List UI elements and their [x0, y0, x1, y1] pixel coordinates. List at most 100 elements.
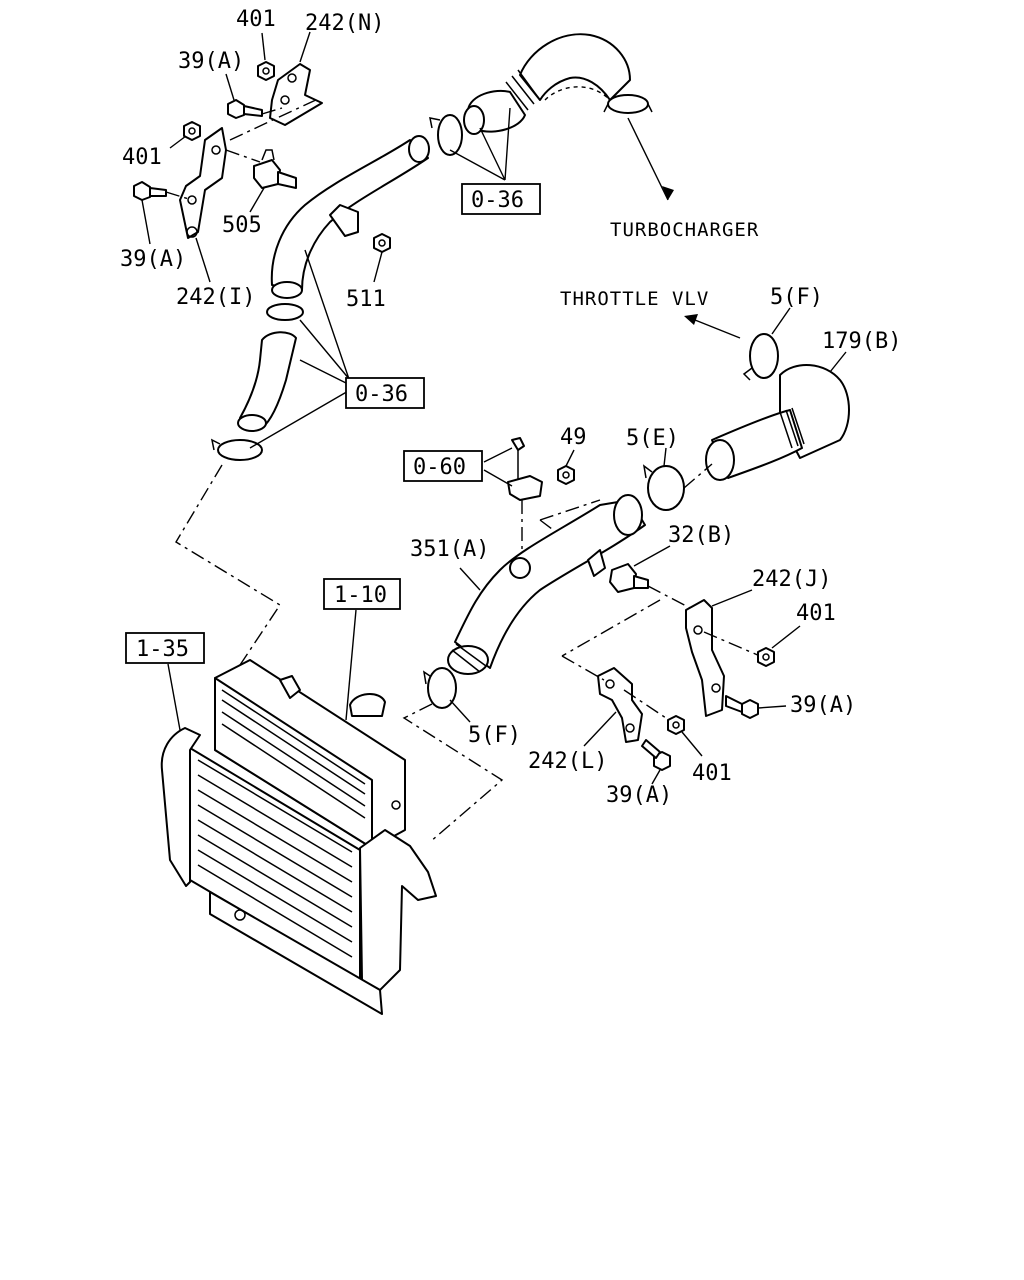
clamp-turbo-right	[603, 94, 653, 114]
ref-060: 0-60	[413, 455, 466, 480]
label-39a-bottom: 39(A)	[606, 783, 672, 808]
label-401-left: 401	[122, 145, 162, 170]
sensor-505	[253, 149, 297, 189]
label-401-top: 401	[236, 7, 276, 32]
label-242n: 242(N)	[305, 11, 384, 36]
throttle-note: THROTTLE VLV	[560, 288, 709, 310]
label-39a-left: 39(A)	[120, 247, 186, 272]
leader-39a-top	[225, 73, 235, 101]
arrow-line-turbo	[627, 117, 669, 201]
nut-401-top	[257, 61, 275, 81]
leader-242n	[299, 31, 311, 63]
ref-box-135	[125, 632, 205, 664]
label-242j: 242(J)	[752, 567, 831, 592]
ref-box-110	[323, 578, 401, 610]
leader-49	[565, 449, 575, 467]
leader-242i	[195, 237, 211, 283]
bracket-242n	[269, 63, 323, 126]
axis-5e	[683, 463, 713, 489]
nut-401-left	[183, 121, 201, 141]
leader-5e	[663, 447, 667, 467]
axis-top-bracket	[229, 97, 321, 141]
ref-036-top: 0-36	[471, 188, 524, 213]
label-401-bottom: 401	[692, 761, 732, 786]
label-49: 49	[560, 425, 587, 450]
leader-110	[345, 609, 357, 721]
nut-401-right	[757, 647, 775, 667]
label-5e: 5(E)	[626, 426, 679, 451]
route-left-to-cooler	[175, 464, 281, 669]
turbo-hose	[463, 33, 631, 135]
pipe-upper	[270, 135, 430, 299]
leader-39a-bottom	[651, 769, 661, 785]
leader-401-left	[169, 135, 187, 149]
leader-511	[373, 251, 383, 283]
label-242l: 242(L)	[528, 749, 607, 774]
label-5f-bottom: 5(F)	[468, 723, 521, 748]
hose-left-lower	[237, 331, 297, 432]
ref-110: 1-10	[334, 583, 387, 608]
leader-401-top	[261, 32, 266, 61]
leader-351a	[459, 567, 481, 591]
turbocharger-note: TURBOCHARGER	[610, 219, 759, 241]
hose-179b	[705, 363, 850, 481]
ref-box-036-top	[461, 183, 541, 215]
arrow-line-throttle	[689, 317, 741, 339]
bolt-39a-left	[133, 181, 167, 201]
leader-242j	[711, 589, 753, 607]
label-32b: 32(B)	[668, 523, 734, 548]
clamp-turbo-left	[429, 114, 463, 156]
axis-242l	[561, 655, 673, 723]
bolt-39a-top	[227, 99, 263, 119]
ref-135: 1-35	[136, 637, 189, 662]
leader-5f-top	[771, 307, 791, 335]
leader-242l	[583, 711, 617, 747]
bracket-242j	[685, 599, 725, 717]
nut-49	[557, 465, 575, 485]
ref-box-060	[403, 450, 483, 482]
label-511: 511	[346, 287, 386, 312]
label-401-right: 401	[796, 601, 836, 626]
nut-401-bottom	[667, 715, 685, 735]
label-5f-top: 5(F)	[770, 285, 823, 310]
label-179b: 179(B)	[822, 329, 901, 354]
label-39a-top: 39(A)	[178, 49, 244, 74]
leader-036-top	[449, 107, 511, 181]
leader-401-right	[771, 625, 801, 649]
sensor-32b	[609, 563, 649, 593]
route-right-to-cooler	[402, 703, 504, 843]
leader-39a-right	[757, 705, 787, 709]
leader-505	[249, 187, 265, 213]
leader-036-mid	[249, 249, 351, 449]
bolt-39a-right	[725, 695, 759, 719]
ref-box-036-mid	[345, 377, 425, 409]
bolt-39a-bottom	[641, 739, 671, 771]
clamp-5f-bottom	[422, 667, 457, 709]
nut-511	[373, 233, 391, 253]
label-242i: 242(I)	[176, 285, 255, 310]
clamp-5f-top	[742, 333, 779, 381]
label-39a-right: 39(A)	[790, 693, 856, 718]
leader-5f-bottom	[449, 699, 471, 723]
intercooler-assembly	[160, 659, 437, 1015]
bracket-242i	[179, 127, 227, 239]
label-351a: 351(A)	[410, 537, 489, 562]
ref-036-mid: 0-36	[355, 382, 408, 407]
sensor-060	[507, 437, 543, 501]
label-505: 505	[222, 213, 262, 238]
leader-135	[167, 663, 181, 731]
clamp-5e	[642, 464, 685, 511]
leader-179b	[829, 351, 847, 373]
leader-39a-left	[141, 199, 151, 245]
leader-32b	[633, 545, 671, 567]
clamp-mid-upper	[266, 303, 304, 321]
leader-060	[483, 447, 513, 487]
axis-32b	[561, 585, 691, 657]
bracket-242l	[597, 667, 643, 743]
arrow-head-turbo	[662, 186, 674, 200]
axis-242j	[703, 631, 761, 657]
pipe-351a	[447, 494, 646, 675]
clamp-mid-lower	[210, 438, 263, 461]
